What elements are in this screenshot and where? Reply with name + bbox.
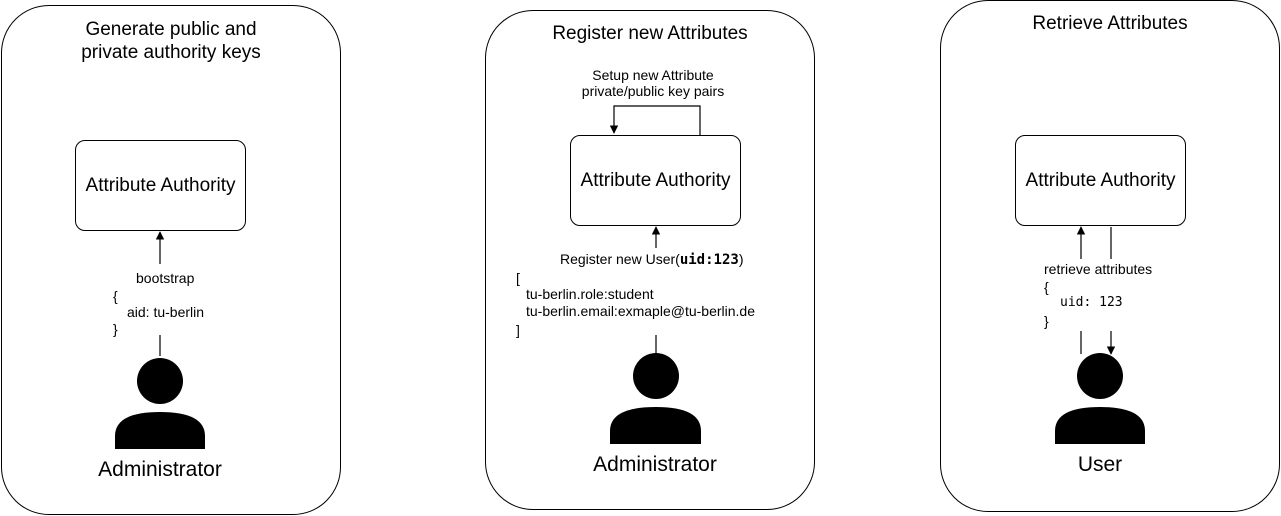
panel-title: Retrieve Attributes xyxy=(1032,13,1188,34)
self-loop-arrow xyxy=(609,105,701,135)
panel-register-attributes: Register new Attributes xyxy=(485,10,815,510)
payload-line: tu-berlin.role:student xyxy=(526,286,654,302)
payload-line: } xyxy=(113,321,118,337)
request-label: Register new User(uid:123) xyxy=(560,251,744,268)
attribute-authority-box: Attribute Authority xyxy=(570,135,741,226)
payload-line: [ xyxy=(516,270,520,286)
payload-line: ] xyxy=(516,322,520,338)
request-label: bootstrap xyxy=(136,270,195,286)
attribute-authority-box: Attribute Authority xyxy=(1015,135,1186,226)
attribute-authority-label: Attribute Authority xyxy=(580,169,731,191)
payload-line: } xyxy=(1044,313,1049,329)
payload-line: { xyxy=(1044,279,1049,295)
actor-label: User xyxy=(1077,453,1123,476)
actor-label: Administrator xyxy=(593,453,717,476)
self-loop-label: Setup new Attribute private/public key p… xyxy=(581,67,725,99)
panel-title: Register new Attributes xyxy=(552,23,748,44)
person-icon xyxy=(610,353,701,444)
actor-label: Administrator xyxy=(98,458,222,481)
attribute-authority-label: Attribute Authority xyxy=(85,174,236,196)
payload-line: uid: 123 xyxy=(1060,295,1123,310)
panel-title: Generate public and private authority ke… xyxy=(81,19,261,63)
payload-line: aid: tu-berlin xyxy=(127,304,205,320)
attribute-authority-box: Attribute Authority xyxy=(75,140,246,231)
attribute-authority-label: Attribute Authority xyxy=(1025,169,1176,191)
payload-line: { xyxy=(113,288,118,304)
payload-line: tu-berlin.email:exmaple@tu-berlin.de xyxy=(526,303,755,319)
request-label: retrieve attributes xyxy=(1044,261,1153,277)
person-icon xyxy=(115,358,205,449)
person-icon xyxy=(1055,353,1145,444)
